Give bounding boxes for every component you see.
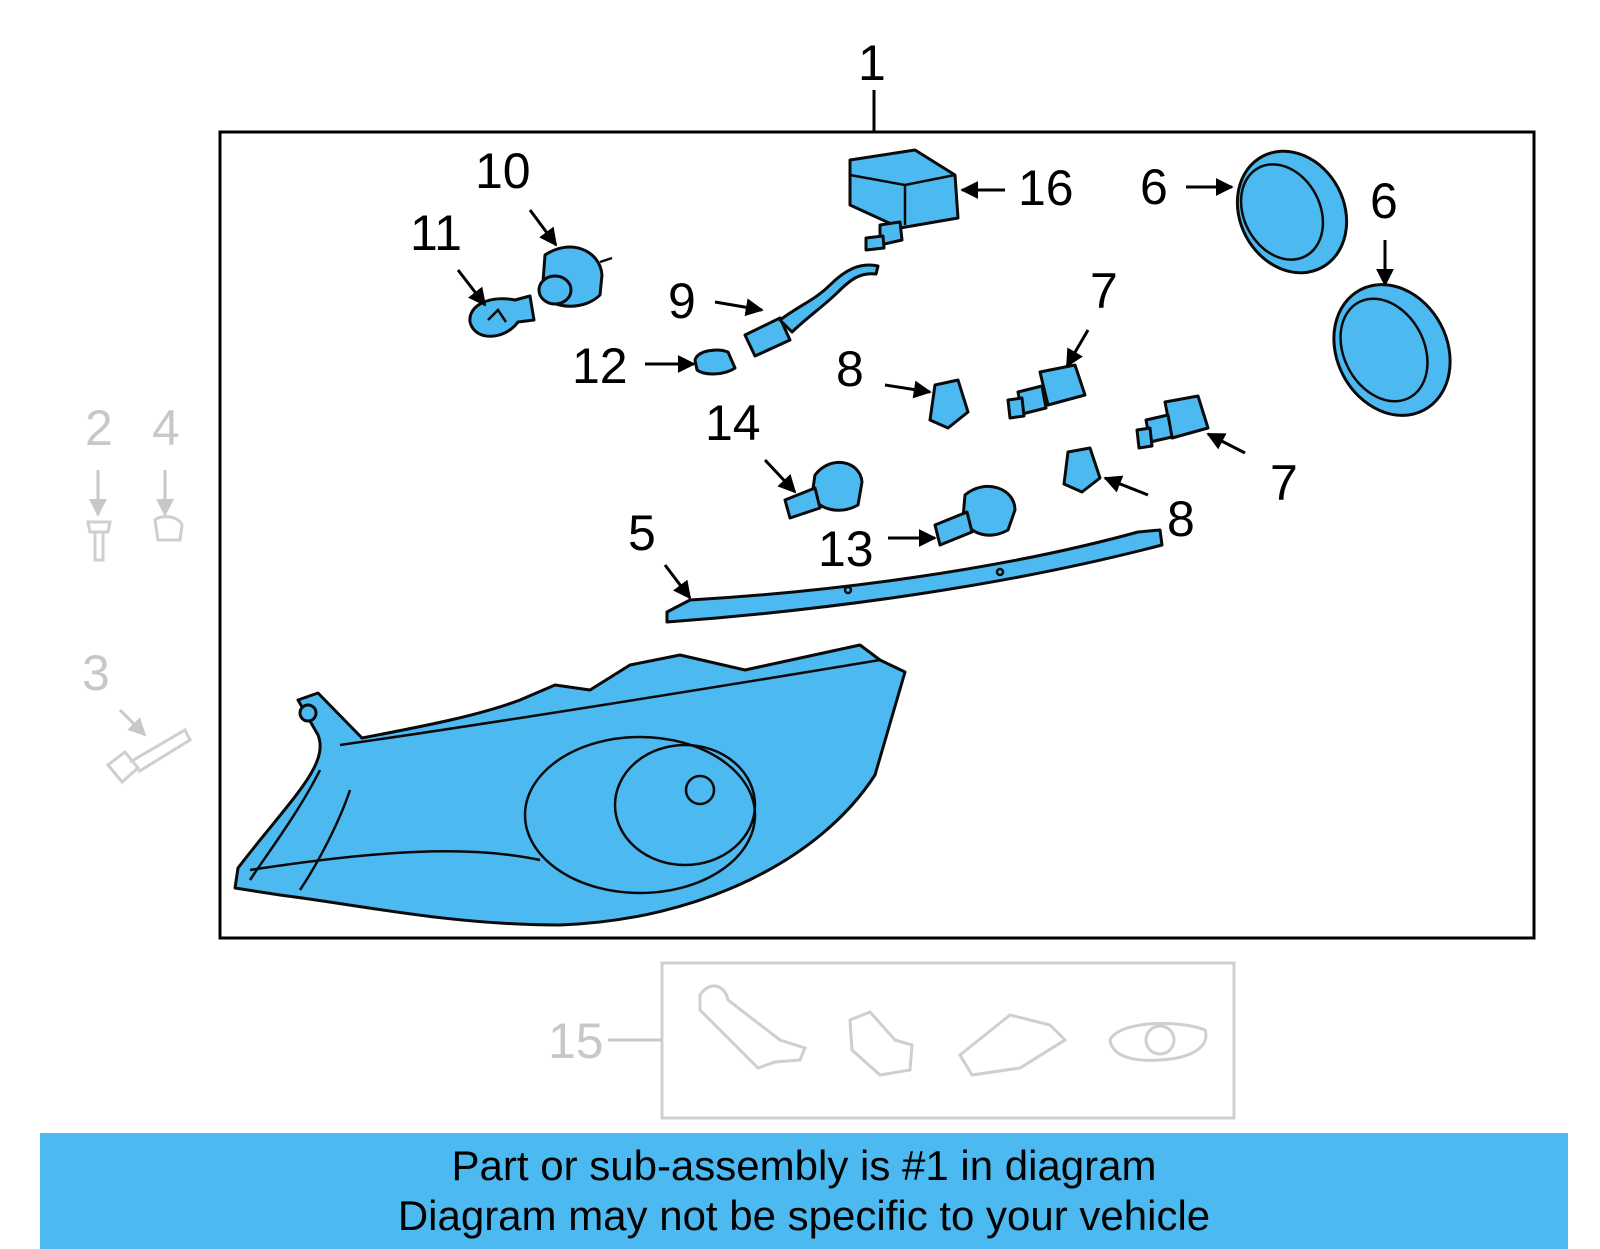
part-10-bulb[interactable] [537, 245, 613, 308]
arrow-9 [714, 298, 764, 317]
callout-7a[interactable]: 7 [1090, 263, 1118, 319]
part-15-bracket[interactable] [698, 984, 808, 1070]
part-9-socket-harness[interactable] [743, 263, 880, 358]
callout-4[interactable]: 4 [152, 400, 180, 456]
banner-line-2: Diagram may not be specific to your vehi… [397, 1192, 1211, 1239]
callout-13[interactable]: 13 [818, 521, 874, 577]
callout-1[interactable]: 1 [858, 35, 886, 91]
callout-3[interactable]: 3 [82, 645, 110, 701]
callout-14[interactable]: 14 [705, 395, 761, 451]
assembly-frame [218, 130, 1536, 940]
part-15-grommet[interactable] [1108, 1022, 1208, 1062]
arrow-7a [1065, 329, 1090, 368]
headlamp-assembly[interactable] [233, 643, 907, 927]
banner-line-1: Part or sub-assembly is #1 in diagram [451, 1142, 1157, 1189]
callout-7b[interactable]: 7 [1270, 455, 1298, 511]
part-13-bulb[interactable] [933, 484, 1017, 547]
callout-8b[interactable]: 8 [1167, 491, 1195, 547]
callout-15[interactable]: 15 [548, 1013, 604, 1069]
part-6-cover-upper[interactable] [1217, 132, 1368, 292]
info-banner: Part or sub-assembly is #1 in diagram Di… [40, 1133, 1568, 1249]
arrow-8b [1103, 475, 1149, 497]
callout-6b[interactable]: 6 [1370, 173, 1398, 229]
callout-16[interactable]: 16 [1018, 160, 1074, 216]
arrow-5 [663, 564, 692, 600]
callout-12[interactable]: 12 [572, 338, 628, 394]
part-6-cover-lower[interactable] [1312, 264, 1473, 436]
part-15-clip-nut[interactable] [848, 1010, 914, 1077]
arrow-11 [456, 269, 487, 307]
arrow-10 [528, 209, 558, 247]
part-15-bracket-plate[interactable] [958, 1013, 1068, 1077]
part-7-socket-lower[interactable] [1135, 394, 1210, 450]
arrow-7b [1206, 432, 1246, 455]
part-12-wedge-bulb[interactable] [693, 348, 737, 376]
part-8-clip-upper[interactable] [928, 378, 970, 430]
part-11-bulb[interactable] [468, 294, 536, 338]
callout-10[interactable]: 10 [475, 143, 531, 199]
arrow-3 [118, 708, 147, 737]
part-15-group-frame [660, 961, 1236, 1120]
callout-2[interactable]: 2 [85, 400, 113, 456]
arrow-14 [763, 458, 797, 494]
part-2-screw[interactable] [86, 520, 112, 562]
part-3-bolt[interactable] [105, 727, 192, 785]
callout-5[interactable]: 5 [628, 505, 656, 561]
part-5-trim-strip[interactable] [665, 528, 1164, 624]
callout-11[interactable]: 11 [410, 205, 462, 261]
callout-9[interactable]: 9 [668, 273, 696, 329]
callout-8a[interactable]: 8 [836, 341, 864, 397]
part-14-bulb[interactable] [783, 460, 864, 520]
part-16-leveling-motor[interactable] [848, 148, 960, 252]
part-7-socket-upper[interactable] [1006, 363, 1087, 420]
part-4-nut[interactable] [153, 515, 184, 542]
callout-6a[interactable]: 6 [1140, 159, 1168, 215]
part-8-clip-lower[interactable] [1062, 446, 1102, 494]
arrow-8a [884, 380, 932, 399]
